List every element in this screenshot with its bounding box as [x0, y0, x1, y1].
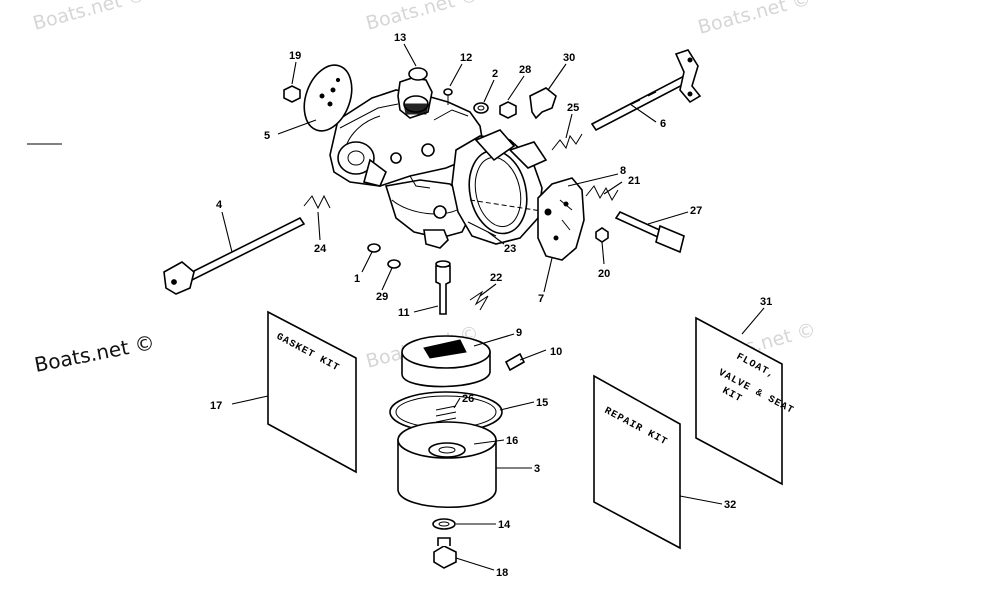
float [401, 335, 491, 388]
callout-number: 1 [354, 273, 360, 285]
repair-kit-card: REPAIR KIT [593, 374, 681, 550]
drain-plug [433, 537, 457, 569]
callout-number: 12 [460, 52, 472, 64]
callout-number: 7 [538, 293, 544, 305]
throttle-plate [303, 64, 353, 132]
callout-number: 22 [490, 272, 502, 284]
callout-number: 16 [506, 435, 518, 447]
callout-number: 29 [376, 291, 388, 303]
watermark: Boats.net © [696, 0, 814, 39]
watermark: Boats.net © [31, 0, 149, 35]
callout-number: 11 [398, 307, 410, 319]
callout-number: 28 [519, 64, 531, 76]
callout-number: 13 [394, 32, 406, 44]
elbow-fitting [529, 87, 557, 120]
carburetor-body [329, 77, 549, 249]
callout-number: 17 [210, 400, 222, 412]
nut-28 [499, 101, 517, 119]
callout-number: 15 [536, 397, 548, 409]
nozzle [435, 260, 451, 315]
needle-27 [614, 210, 685, 254]
callout-number: 2 [492, 68, 498, 80]
spring-25 [551, 133, 583, 151]
screw-20 [595, 227, 609, 243]
callout-number: 31 [760, 296, 772, 308]
gasket-kit-card: GASKET KIT [267, 310, 357, 474]
callout-number: 10 [550, 346, 562, 358]
callout-number: 20 [598, 268, 610, 280]
watermark: Boats.net © [364, 0, 482, 35]
screw-29 [387, 259, 401, 269]
callout-number: 18 [496, 567, 508, 579]
callout-number: 3 [534, 463, 540, 475]
float-bowl [397, 421, 497, 509]
link-23 [467, 221, 497, 237]
callout-numbers: 13 19 12 2 28 30 5 25 6 8 21 27 4 24 23 … [210, 32, 772, 579]
callout-number: 27 [690, 205, 702, 217]
float-valve-seat-kit-card: FLOAT, VALVE & SEAT KIT [695, 316, 795, 486]
spring-26 [435, 405, 457, 429]
screw-19 [283, 85, 301, 103]
plate-8 [537, 177, 585, 261]
callout-number: 8 [620, 165, 626, 177]
shaft-4 [163, 216, 306, 295]
screw-12 [443, 88, 453, 105]
washer-1 [367, 243, 381, 253]
callout-number: 23 [504, 243, 516, 255]
plug [408, 67, 428, 81]
callout-number: 21 [628, 175, 640, 187]
spring-22 [469, 290, 489, 311]
watermark-dark: Boats.net © [32, 330, 156, 377]
callout-number: 30 [563, 52, 575, 64]
callout-number: 25 [567, 102, 579, 114]
callout-number: 5 [264, 130, 270, 142]
washer-14 [432, 518, 456, 530]
leader-lines [221, 43, 765, 571]
callout-number: 24 [314, 243, 327, 255]
callout-number: 26 [462, 393, 474, 405]
spring-24 [303, 194, 331, 210]
callout-number: 4 [216, 199, 223, 211]
callout-number: 14 [498, 519, 511, 531]
spring-21 [585, 185, 619, 202]
callout-number: 6 [660, 118, 666, 130]
shaft-6 [590, 49, 702, 132]
pin-10 [504, 352, 526, 372]
callout-number: 9 [516, 327, 522, 339]
callout-number: 19 [289, 50, 301, 62]
washer-2 [473, 102, 489, 114]
callout-number: 32 [724, 499, 736, 511]
